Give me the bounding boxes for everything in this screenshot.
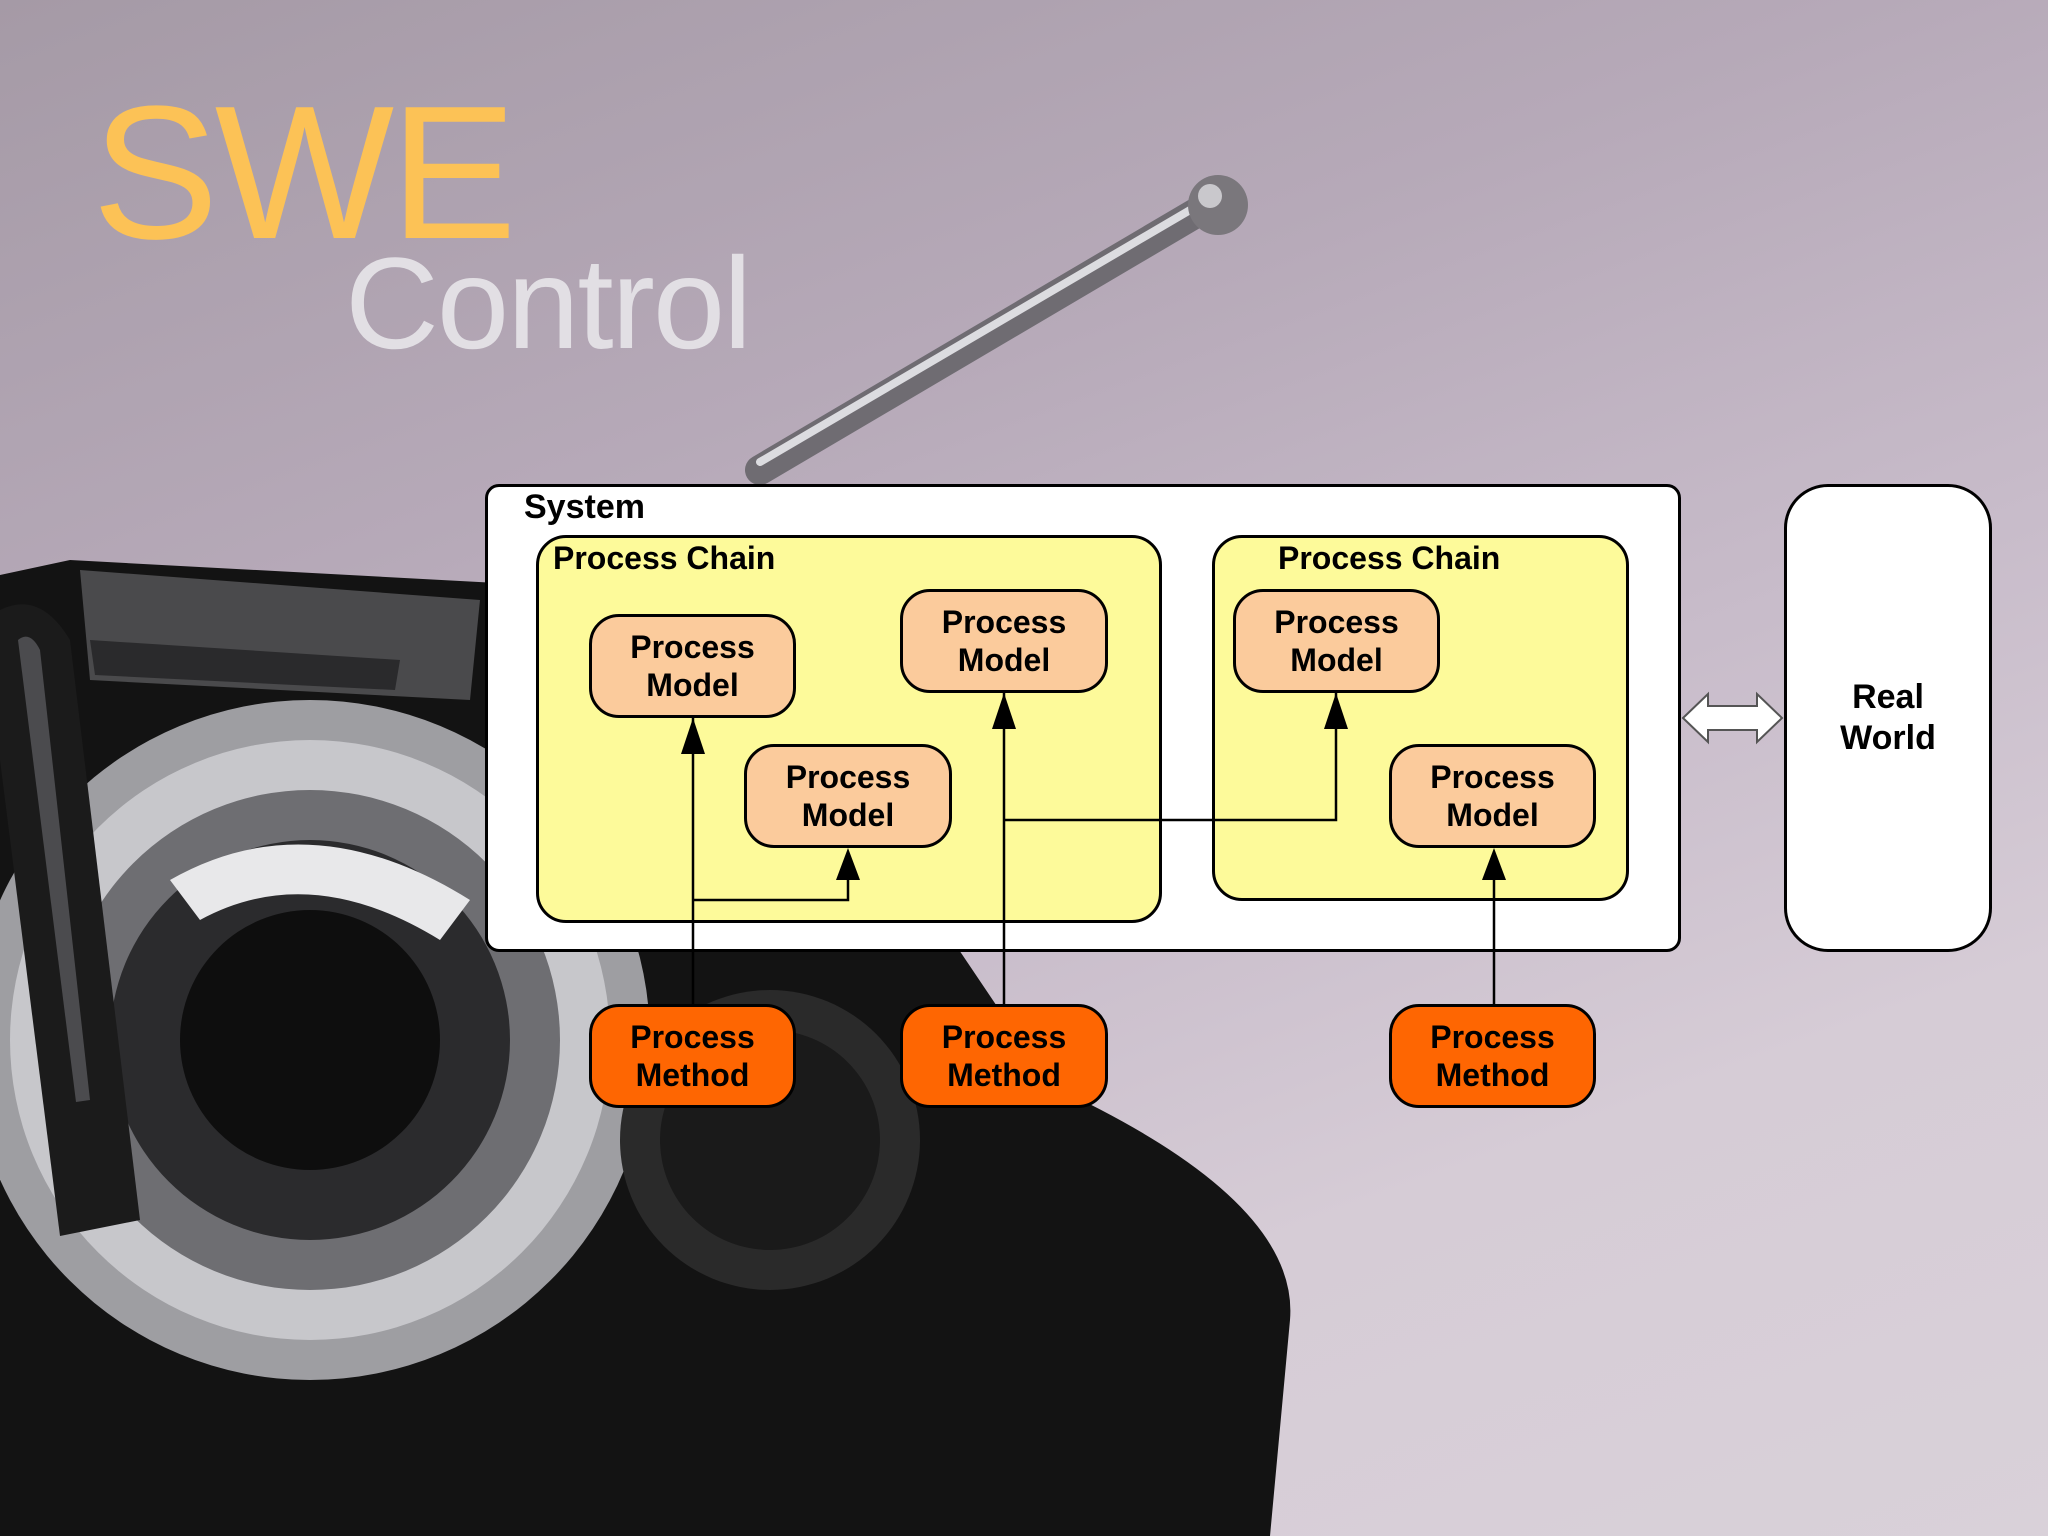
arrowhead-modelD bbox=[1324, 693, 1348, 729]
connector-method1-modelC bbox=[693, 878, 850, 902]
system-label: System bbox=[524, 488, 645, 526]
process-method-1: Process Method bbox=[589, 1004, 796, 1108]
process-model-e: Process Model bbox=[1389, 744, 1596, 848]
slide-title-swe: SWE bbox=[92, 67, 517, 279]
process-model-c: Process Model bbox=[744, 744, 952, 848]
antenna bbox=[745, 185, 1233, 485]
process-chain-left-label: Process Chain bbox=[553, 540, 776, 576]
process-chain-right-label: Process Chain bbox=[1278, 540, 1501, 576]
slide-title-control: Control bbox=[345, 230, 752, 376]
arrowhead-modelA bbox=[681, 718, 705, 754]
process-method-3: Process Method bbox=[1389, 1004, 1596, 1108]
process-model-d: Process Model bbox=[1233, 589, 1440, 693]
arrowhead-modelB bbox=[992, 693, 1016, 729]
connector-method2-modelD bbox=[1004, 693, 1338, 822]
real-world-box: Real World bbox=[1784, 484, 1992, 952]
process-model-a: Process Model bbox=[589, 614, 796, 718]
double-arrow bbox=[1681, 691, 1784, 745]
antenna-highlight bbox=[756, 192, 1218, 466]
process-method-2: Process Method bbox=[900, 1004, 1108, 1108]
process-model-b: Process Model bbox=[900, 589, 1108, 693]
arrowhead-modelE bbox=[1482, 848, 1506, 880]
arrowhead-modelC bbox=[836, 848, 860, 880]
